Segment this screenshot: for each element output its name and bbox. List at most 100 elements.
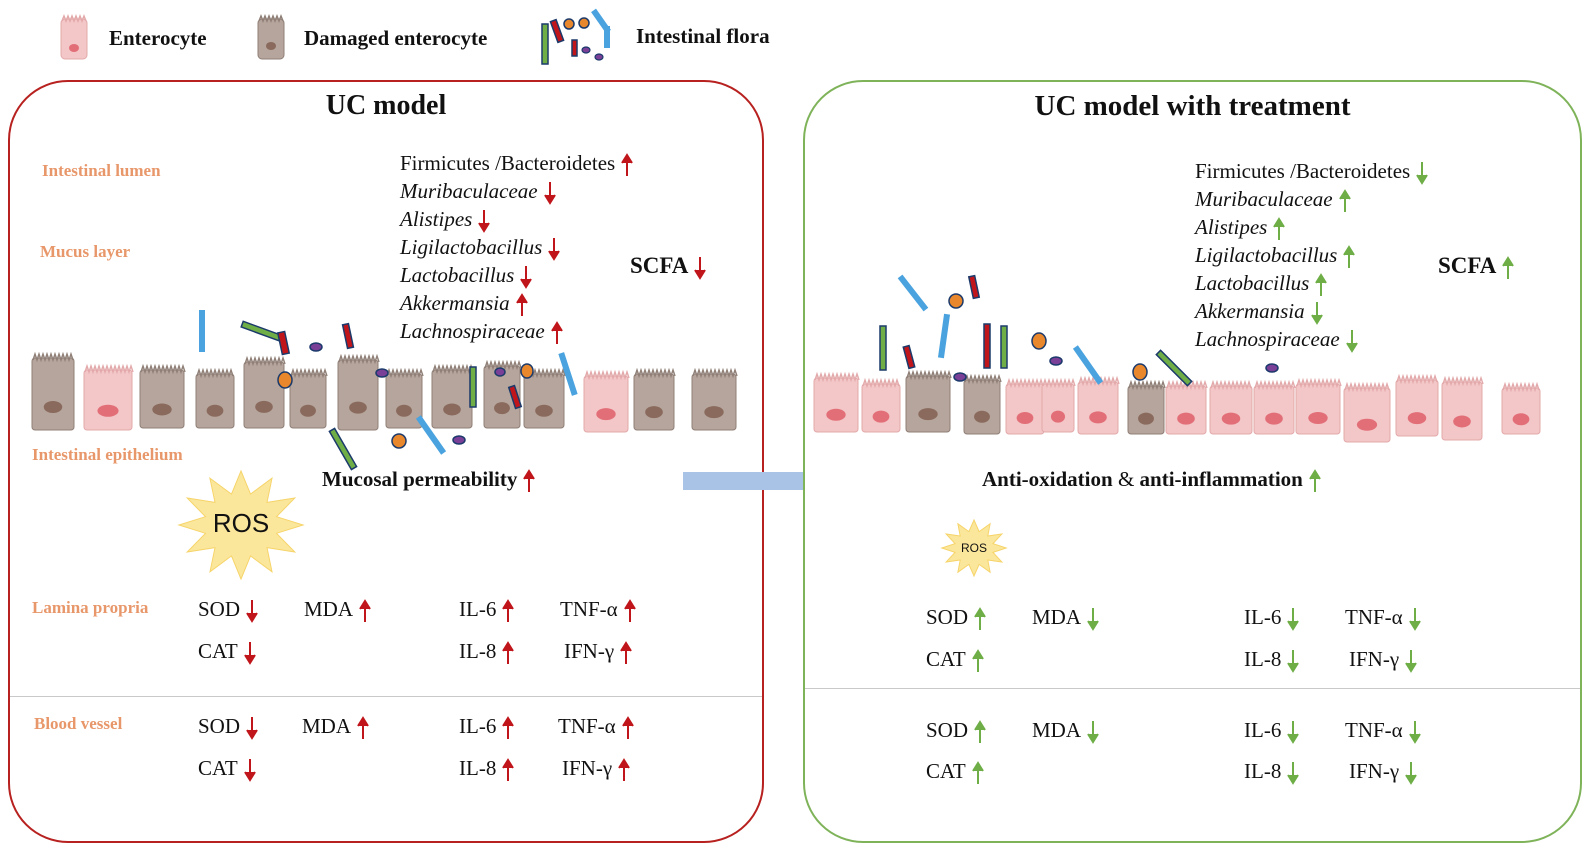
marker-label: IL-8 bbox=[1244, 647, 1282, 671]
marker-item: TNF-α bbox=[1345, 604, 1421, 632]
bacteria-arrow-icon bbox=[1345, 328, 1358, 354]
up-arrow-icon bbox=[502, 599, 515, 623]
marker-label: CAT bbox=[926, 647, 966, 671]
down-arrow-icon bbox=[1287, 721, 1300, 745]
up-arrow-icon bbox=[523, 469, 536, 493]
marker-item: IL-6 bbox=[1244, 717, 1300, 745]
up-arrow-icon bbox=[502, 758, 515, 782]
enterocyte bbox=[1165, 379, 1208, 435]
bacteria-arrow-icon bbox=[1343, 244, 1356, 270]
bacterium-coccus bbox=[452, 435, 466, 445]
marker-arrow-icon bbox=[1087, 606, 1099, 632]
up-arrow-icon bbox=[1315, 273, 1328, 297]
marker-arrow-icon bbox=[971, 648, 984, 674]
down-arrow-icon bbox=[548, 238, 561, 262]
layer-label-intestinal-lumen: Intestinal lumen bbox=[42, 161, 161, 180]
bacterium-coccus bbox=[494, 367, 506, 377]
marker-item: IFN-γ bbox=[1349, 646, 1417, 674]
bacterium-coccus bbox=[948, 293, 964, 309]
damaged-enterocyte bbox=[523, 367, 566, 429]
damaged-enterocyte bbox=[633, 367, 676, 431]
damaged-enterocyte bbox=[31, 351, 75, 431]
ros-large-label: ROS bbox=[213, 508, 269, 538]
marker-arrow-icon bbox=[618, 757, 630, 783]
bacteria-item: Alistipes bbox=[400, 206, 491, 234]
marker-item: MDA bbox=[1032, 717, 1099, 745]
marker-arrow-icon bbox=[1287, 648, 1300, 674]
bacterium-rod bbox=[1072, 345, 1104, 385]
marker-item: TNF-α bbox=[560, 596, 636, 624]
bacteria-item: Lactobacillus bbox=[400, 262, 533, 290]
bacteria-arrow-icon bbox=[621, 152, 634, 178]
damaged-enterocyte bbox=[385, 367, 424, 429]
marker-label: SOD bbox=[926, 718, 969, 742]
bacteria-arrow-icon bbox=[1416, 160, 1429, 186]
right-epithelium-illustration bbox=[813, 369, 1541, 443]
marker-arrow-icon bbox=[1087, 719, 1099, 745]
down-arrow-icon bbox=[1408, 721, 1421, 745]
damaged-enterocyte bbox=[243, 355, 286, 429]
marker-item: IFN-γ bbox=[564, 638, 632, 666]
right-intestinal-flora-illustration bbox=[879, 274, 1279, 387]
marker-item: IL-8 bbox=[1244, 646, 1300, 674]
marker-item: CAT bbox=[198, 638, 256, 666]
bacteria-name: Alistipes bbox=[400, 207, 473, 231]
down-arrow-icon bbox=[1087, 608, 1099, 632]
marker-item: MDA bbox=[1032, 604, 1099, 632]
marker-label: IFN-γ bbox=[564, 639, 615, 663]
up-arrow-icon bbox=[621, 716, 634, 740]
marker-item: TNF-α bbox=[1345, 717, 1421, 745]
up-arrow-icon bbox=[502, 716, 515, 740]
up-arrow-icon bbox=[974, 607, 986, 631]
damaged-enterocyte bbox=[289, 367, 328, 429]
up-arrow-icon bbox=[357, 716, 369, 740]
marker-label: MDA bbox=[302, 714, 352, 738]
marker-item: IL-8 bbox=[459, 755, 515, 783]
enterocyte bbox=[1041, 377, 1076, 433]
left-divider bbox=[10, 696, 762, 697]
marker-label: IL-6 bbox=[1244, 718, 1282, 742]
ros-small-label: ROS bbox=[961, 541, 987, 555]
up-arrow-icon bbox=[515, 293, 528, 317]
bacteria-name: Alistipes bbox=[1195, 215, 1268, 239]
legend-intestinal-flora-icon bbox=[541, 8, 611, 65]
bacterium-rod bbox=[937, 313, 951, 359]
bacterium-rod bbox=[507, 384, 523, 410]
bacteria-name: Muribaculaceae bbox=[400, 179, 538, 203]
marker-label: CAT bbox=[198, 639, 238, 663]
bacteria-item: Firmicutes /Bacteroidetes bbox=[1195, 158, 1429, 186]
mucosal-permeability-arrow-icon bbox=[523, 468, 536, 494]
bacterium-rod bbox=[983, 323, 991, 369]
bacterium-coccus bbox=[375, 368, 389, 378]
bacteria-name: Lactobacillus bbox=[400, 263, 515, 287]
down-arrow-icon bbox=[246, 717, 258, 741]
effect-part1-label: Anti-oxidation bbox=[982, 467, 1113, 491]
bacteria-item: Ligilactobacillus bbox=[1195, 242, 1356, 270]
marker-label: TNF-α bbox=[1345, 605, 1403, 629]
bacteria-arrow-icon bbox=[1315, 272, 1328, 298]
marker-arrow-icon bbox=[971, 760, 984, 786]
marker-label: SOD bbox=[926, 605, 969, 629]
bacterium-rod bbox=[276, 330, 291, 356]
bacteria-name: Firmicutes /Bacteroidetes bbox=[1195, 159, 1411, 183]
marker-arrow-icon bbox=[357, 715, 369, 741]
ros-large-icon: ROS bbox=[177, 469, 305, 581]
marker-arrow-icon bbox=[974, 719, 986, 745]
marker-item: MDA bbox=[304, 596, 371, 624]
enterocyte bbox=[1253, 379, 1296, 435]
marker-item: IL-8 bbox=[459, 638, 515, 666]
marker-arrow-icon bbox=[1408, 606, 1421, 632]
bacteria-arrow-icon bbox=[543, 180, 556, 206]
up-arrow-icon bbox=[971, 649, 984, 673]
damaged-enterocyte bbox=[483, 359, 522, 429]
down-arrow-icon bbox=[520, 266, 533, 290]
marker-label: SOD bbox=[198, 714, 241, 738]
enterocyte bbox=[813, 371, 860, 433]
marker-item: IFN-γ bbox=[1349, 758, 1417, 786]
bacteria-item: Muribaculaceae bbox=[1195, 186, 1351, 214]
damaged-enterocyte bbox=[691, 367, 738, 431]
marker-label: MDA bbox=[304, 597, 354, 621]
marker-label: IFN-γ bbox=[1349, 759, 1400, 783]
marker-item: IFN-γ bbox=[562, 755, 630, 783]
down-arrow-icon bbox=[1087, 721, 1099, 745]
